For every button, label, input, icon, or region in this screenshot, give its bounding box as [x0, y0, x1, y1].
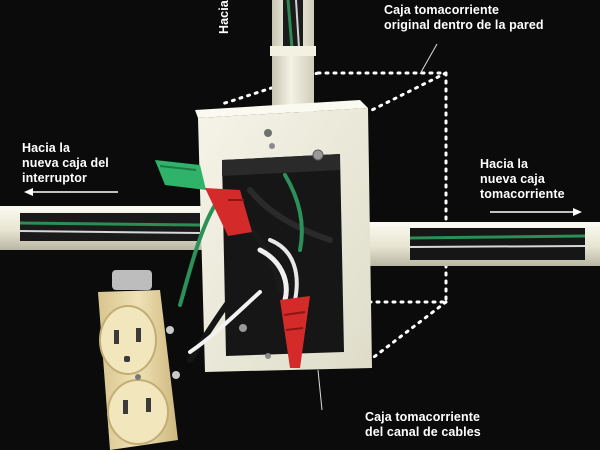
- raceway-box-leader: [317, 369, 323, 411]
- wire-connectors: [155, 160, 310, 368]
- vertical-raceway: [270, 0, 316, 112]
- arrow-right-icon: [490, 208, 582, 216]
- label-top-partial: Hacia: [217, 0, 230, 34]
- arrow-left-icon: [24, 188, 118, 196]
- raceway-box: [195, 100, 372, 372]
- label-original-box: Caja tomacorriente original dentro de la…: [384, 3, 544, 32]
- receptacle: [98, 270, 180, 450]
- box-wiring: [178, 173, 333, 363]
- left-raceway: [0, 206, 205, 250]
- right-raceway: [362, 222, 600, 266]
- label-to-switch-box: Hacia la nueva caja del interruptor: [22, 141, 109, 185]
- label-to-new-box: Hacia la nueva caja tomacorriente: [480, 157, 565, 201]
- original-box-leader: [419, 43, 438, 75]
- label-raceway-box: Caja tomacorriente del canal de cables: [365, 410, 481, 439]
